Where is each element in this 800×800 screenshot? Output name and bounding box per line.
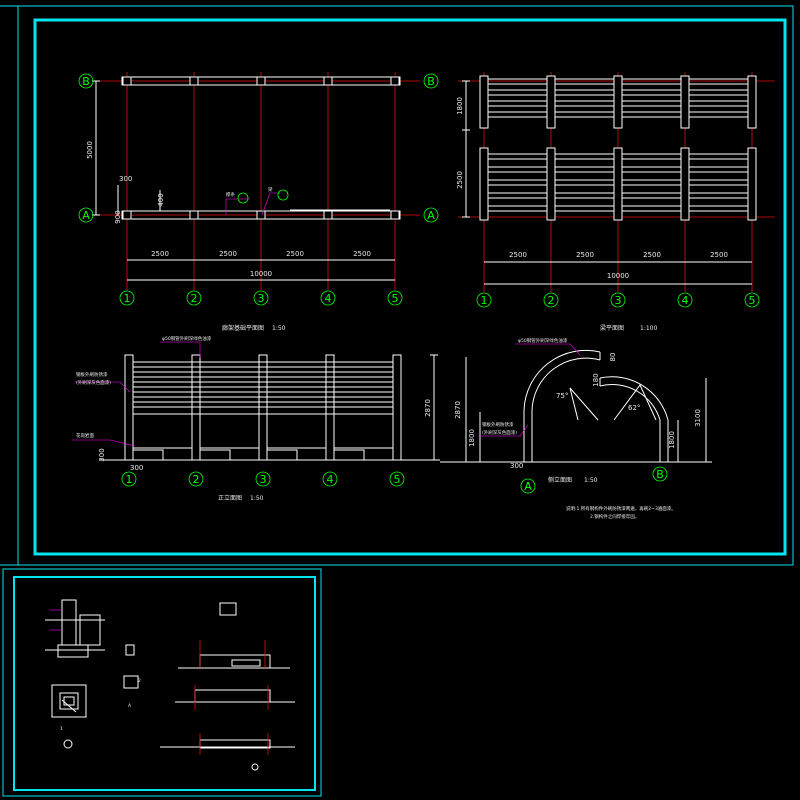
tag-purlin: 檩条: [226, 191, 235, 198]
side-axis-B: B: [656, 468, 664, 481]
plan-left-axis-2: 2: [191, 292, 198, 305]
plan-right-span-2: 2500: [576, 251, 594, 259]
plan-right-span-3: 2500: [643, 251, 661, 259]
front-axis-3: 3: [260, 473, 267, 486]
plan-right-total: 10000: [607, 272, 629, 280]
plan-right-axis-4: 4: [682, 294, 689, 307]
front-dim-2870: 2870: [424, 399, 432, 417]
front-axis-2: 2: [193, 473, 200, 486]
side-dim-80: 80: [609, 353, 617, 362]
axis-bubble-B: [78, 73, 94, 89]
leader-purlin: [225, 198, 250, 215]
plan-right-span-4: 2500: [710, 251, 728, 259]
side-dim-3100: 3100: [694, 409, 702, 427]
plan-left-span-4: 2500: [353, 250, 371, 258]
detail-sheet-inner-frame: [13, 576, 316, 791]
plan-right: 1800 2500 2500 2500 2500 2500 10000 1 2 …: [456, 72, 775, 332]
side-dim-1800-left: 1800: [468, 429, 476, 447]
detail-sheet-outer-frame: [2, 568, 322, 797]
front-dim-base: 300: [130, 464, 143, 472]
plan-right-axis-3: 3: [615, 294, 622, 307]
plan-right-axis-5: 5: [749, 294, 756, 307]
front-top-title: 廊架基础平面图: [222, 324, 264, 332]
side-note-steel-pipe: φ50钢管外刷深绿色油漆: [518, 337, 568, 344]
plan-right-title: 梁平面图: [600, 324, 624, 332]
general-note-2: 2.钢构件之间焊接牢固。: [590, 513, 639, 520]
side-dim-180: 180: [592, 373, 600, 386]
plan-right-span-1: 2500: [509, 251, 527, 259]
plan-left-dim-5000: 5000: [86, 141, 94, 159]
side-elevation: 75° 62° 2870 1800 300 80 180 1800 3100 φ…: [440, 337, 712, 520]
plan-left-total: 10000: [250, 270, 272, 278]
front-elevation: 廊架基础平面图 1:50 φ50钢管外刷深绿色油漆 钢板外刷防锈漆 (外刷深灰色…: [72, 324, 440, 502]
general-note-1: 说明:1.所有钢构件外刷防锈漆两遍，再刷2~3遍面漆。: [566, 505, 676, 512]
side-dim-1800-right: 1800: [668, 431, 676, 449]
leader-beam: [261, 192, 280, 216]
front-note-granite: 花岗岩面: [76, 432, 94, 439]
detail-bubble-2: [277, 189, 289, 201]
front-dim-left: 300: [98, 448, 106, 461]
plan-right-dim-2500: 2500: [456, 171, 464, 189]
plan-left-span-3: 2500: [286, 250, 304, 258]
plan-left-axis-3: 3: [258, 292, 265, 305]
side-title: 侧立面图: [548, 476, 572, 484]
axis-label-B-right: B: [427, 75, 435, 88]
front-top-scale: 1:50: [272, 325, 286, 332]
plan-left-axis-4: 4: [325, 292, 332, 305]
front-axis-5: 5: [394, 473, 401, 486]
detail-label-a: A: [128, 703, 132, 709]
plan-left-axis-1: 1: [124, 292, 131, 305]
front-title: 正立面图: [218, 494, 242, 502]
plan-left-dim-400: 400: [157, 193, 165, 206]
side-scale: 1:50: [584, 477, 598, 484]
axis-bubble-A: [78, 207, 94, 223]
tag-beam: 梁: [268, 186, 273, 193]
plan-right-scale: 1:100: [640, 325, 657, 332]
front-scale: 1:50: [250, 495, 264, 502]
front-axis-1: 1: [126, 473, 133, 486]
axis-label-A: A: [82, 209, 90, 222]
detail-bubble-1: [237, 192, 249, 204]
detail-label-2: 2: [138, 678, 141, 684]
axis-bubble-B-right: [423, 73, 439, 89]
plan-left-span-2: 2500: [219, 250, 237, 258]
main-sheet-inner-frame: [33, 18, 787, 556]
front-note-paint: (外刷深灰色面漆): [76, 379, 111, 386]
side-dim-2870: 2870: [454, 401, 462, 419]
plan-left-dim-900: 900: [114, 210, 122, 223]
front-note-plate: 钢板外刷防锈漆: [76, 371, 108, 378]
side-angle-75: 75°: [556, 392, 568, 400]
plan-left-dim-300: 300: [119, 175, 132, 183]
main-sheet-outer-frame: [17, 5, 794, 566]
axis-label-A-right: A: [427, 209, 435, 222]
plan-left-axis-5: 5: [392, 292, 399, 305]
plan-right-axis-2: 2: [548, 294, 555, 307]
detail-label-1: 1: [60, 726, 63, 732]
plan-right-axis-1: 1: [481, 294, 488, 307]
front-note-steel-pipe: φ50钢管外刷深绿色油漆: [162, 335, 212, 342]
axis-label-B: B: [82, 75, 90, 88]
plan-right-dim-1800: 1800: [456, 97, 464, 115]
side-axis-A: A: [524, 480, 532, 493]
axis-bubble-A-right: [423, 207, 439, 223]
side-note-paint: (外刷深灰色面漆): [482, 429, 517, 436]
detail-sheet: 1 2 A: [45, 599, 295, 771]
sheet-frames: [0, 5, 794, 797]
side-note-plate: 钢板外刷防锈漆: [482, 421, 514, 428]
side-angle-62: 62°: [628, 404, 640, 412]
side-dim-300: 300: [510, 462, 523, 470]
plan-left-span-1: 2500: [151, 250, 169, 258]
front-axis-4: 4: [327, 473, 334, 486]
plan-left: 5000 300 400 900 檩条 梁 2500 2500 2500 250…: [78, 72, 439, 306]
